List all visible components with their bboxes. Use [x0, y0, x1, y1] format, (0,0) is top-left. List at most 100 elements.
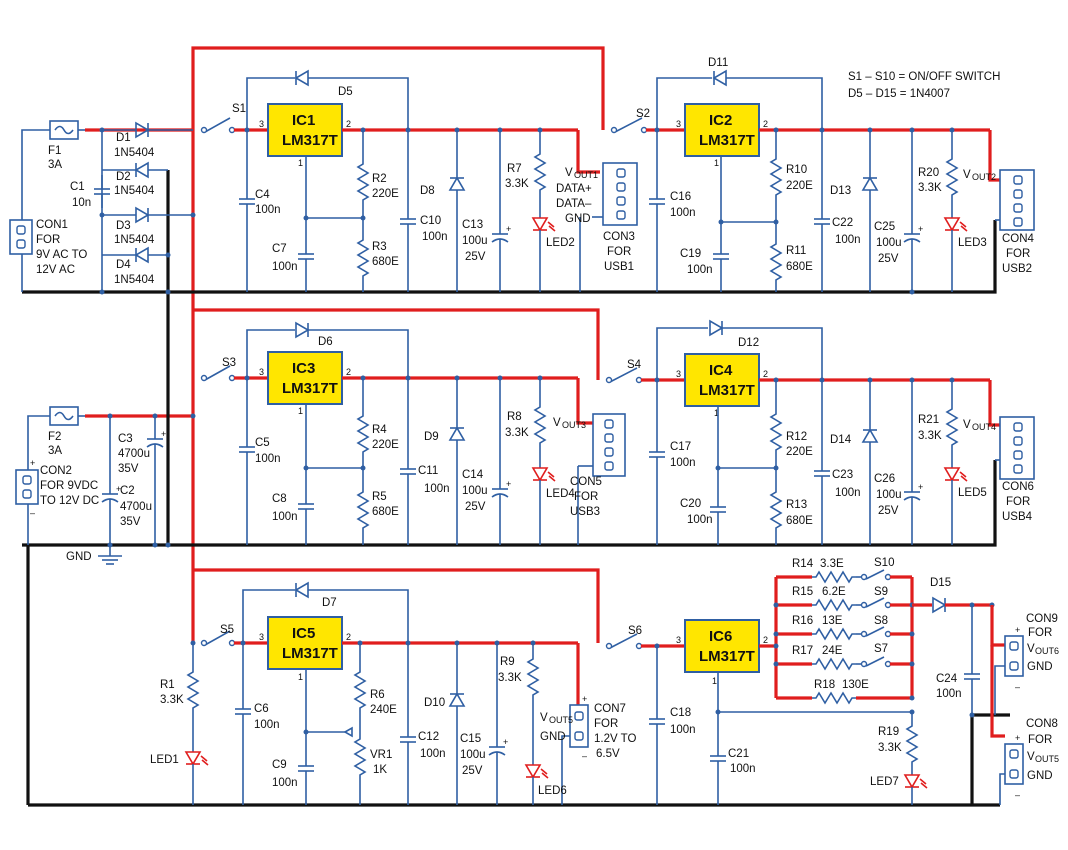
c18-label: C18: [670, 707, 691, 719]
c7-label: C7: [272, 243, 287, 255]
c1-value: 10n: [72, 197, 91, 209]
c15-value1: 100u: [460, 749, 486, 761]
f2-value: 3A: [48, 445, 62, 457]
r15-value: 6.2E: [822, 586, 846, 598]
c3-value2: 35V: [118, 463, 139, 475]
c22-value: 100n: [835, 234, 861, 246]
con1-line2: 9V AC TO: [36, 249, 87, 261]
ic3-ref: IC3: [292, 360, 315, 377]
con2-line1: FOR 9VDC: [40, 480, 98, 492]
r12-value: 220E: [786, 446, 813, 458]
c2-value2: 35V: [120, 516, 141, 528]
con5-label: CON5: [570, 476, 602, 488]
d14-label: D14: [830, 434, 852, 446]
con7-gnd: GND: [540, 731, 566, 743]
d8-label: D8: [420, 185, 435, 197]
led5-label: LED5: [958, 487, 987, 499]
c10-label: C10: [420, 215, 441, 227]
d3-part: 1N5404: [114, 234, 155, 246]
stage3-regulator: IC3 LM317T 3 2 1: [200, 322, 626, 545]
con6-line1: FOR: [1006, 496, 1030, 508]
c2-value1: 4700u: [120, 501, 152, 513]
con7-vout-sub: OUT5: [549, 715, 573, 725]
s5-label: S5: [220, 624, 234, 636]
d11-label: D11: [708, 57, 728, 69]
r11-label: R11: [786, 245, 806, 257]
c5-label: C5: [255, 437, 270, 449]
con2-line2: TO 12V DC: [40, 495, 99, 507]
con6-vout-sub: OUT4: [972, 422, 996, 432]
r17-label: R17: [792, 645, 813, 657]
r3-value: 680E: [372, 256, 399, 268]
con1-label: CON1: [36, 219, 68, 231]
d5-label: D5: [338, 86, 353, 98]
c14-label: C14: [462, 469, 484, 481]
ic6-box: [684, 619, 760, 673]
r13-label: R13: [786, 499, 807, 511]
con1-line3: 12V AC: [36, 264, 75, 276]
c9-label: C9: [272, 759, 287, 771]
c9-value: 100n: [272, 777, 298, 789]
supply-rail-mid: [193, 308, 600, 380]
r20-label: R20: [918, 167, 939, 179]
c23-label: C23: [832, 469, 853, 481]
c3-value1: 4700u: [118, 448, 150, 460]
c14-value1: 100u: [462, 485, 488, 497]
svg-text:–: –: [582, 751, 587, 761]
r7-label: R7: [507, 163, 522, 175]
ic4-ref: IC4: [709, 362, 733, 379]
c7-value: 100n: [272, 261, 298, 273]
ic4-box: [684, 353, 760, 407]
d1-part: 1N5404: [114, 147, 155, 159]
r10-value: 220E: [786, 180, 813, 192]
ic2-pin-out: 2: [763, 119, 768, 129]
c5-value: 100n: [255, 453, 281, 465]
con9-vout: V: [1027, 643, 1035, 655]
r14-value: 3.3E: [820, 558, 844, 570]
d4-part: 1N5404: [114, 274, 155, 286]
note-switches: S1 – S10 = ON/OFF SWITCH: [848, 71, 1000, 83]
s3-label: S3: [222, 357, 236, 369]
s6-label: S6: [628, 625, 642, 637]
supply-rail-low: [193, 568, 600, 643]
con8-vout-sub: OUT5: [1035, 754, 1059, 764]
ic1-pin-out: 2: [346, 119, 351, 129]
con5-vout: V: [553, 417, 561, 429]
r6-value: 240E: [370, 704, 397, 716]
c23-value: 100n: [835, 487, 861, 499]
c18-value: 100n: [670, 724, 696, 736]
con3-data-plus: DATA+: [556, 183, 592, 195]
svg-text:–: –: [1015, 790, 1020, 800]
c4-label: C4: [255, 189, 270, 201]
ic2-pin-in: 3: [676, 119, 681, 129]
ic6-ref: IC6: [709, 628, 732, 645]
ic5-ref: IC5: [292, 625, 315, 642]
c8-value: 100n: [272, 511, 298, 523]
r16-value: 13E: [822, 615, 843, 627]
r1-value: 3.3K: [160, 694, 184, 706]
ic4-pin-adj: 1: [714, 408, 719, 418]
ic3-pin-adj: 1: [298, 406, 303, 416]
d7-label: D7: [322, 597, 337, 609]
ic3-box: [267, 351, 343, 405]
c12-value: 100n: [420, 748, 446, 760]
ic5-part: LM317T: [282, 645, 338, 662]
con2-connector: [15, 469, 39, 505]
c14-value2: 25V: [465, 501, 486, 513]
s10-label: S10: [874, 557, 894, 569]
r10-label: R10: [786, 164, 807, 176]
c17-value: 100n: [670, 457, 696, 469]
ic6-pin-adj: 1: [712, 676, 717, 686]
c25-value1: 100u: [876, 237, 902, 249]
r9-value: 3.3K: [498, 672, 522, 684]
c13-value2: 25V: [465, 251, 486, 263]
c19-label: C19: [680, 248, 701, 260]
svg-text:+: +: [1015, 625, 1020, 635]
d15-label: D15: [930, 577, 951, 589]
ic1-pin-adj: 1: [298, 158, 303, 168]
c1-label: C1: [70, 181, 85, 193]
con8-line1: FOR: [1028, 734, 1052, 746]
r14-label: R14: [792, 558, 814, 570]
